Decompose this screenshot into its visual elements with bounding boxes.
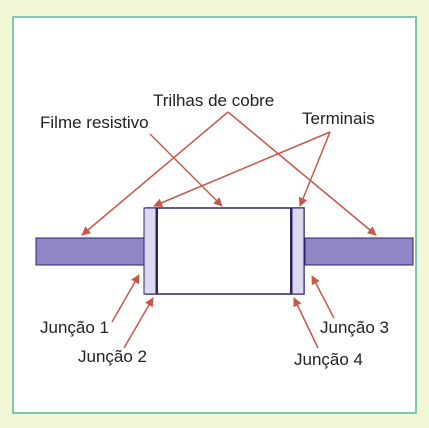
resistive-film-body [145, 207, 305, 295]
arrow-junction-1 [111, 274, 140, 323]
label-resistive-film: Filme resistivo [40, 113, 149, 132]
arrow-terminal-left [153, 131, 331, 208]
label-junction-3: Junção 3 [320, 318, 389, 337]
arrow-copper-right [227, 111, 377, 236]
copper-track-left [35, 237, 145, 266]
label-copper-tracks: Trilhas de cobre [153, 91, 275, 110]
arrow-junction-3 [311, 275, 335, 319]
arrow-junction-2 [123, 297, 154, 349]
arrow-terminal-right [298, 131, 331, 207]
terminal-left [143, 207, 157, 295]
label-junction-2: Junção 2 [78, 347, 147, 366]
label-junction-4: Junção 4 [294, 350, 363, 369]
copper-track-right [304, 237, 414, 266]
arrow-junction-4 [293, 297, 319, 349]
arrow-copper-left [81, 111, 229, 236]
label-junction-1: Junção 1 [40, 318, 109, 337]
label-terminals: Terminais [302, 109, 375, 128]
arrow-resistive-film [149, 133, 223, 207]
terminal-right [291, 207, 305, 295]
